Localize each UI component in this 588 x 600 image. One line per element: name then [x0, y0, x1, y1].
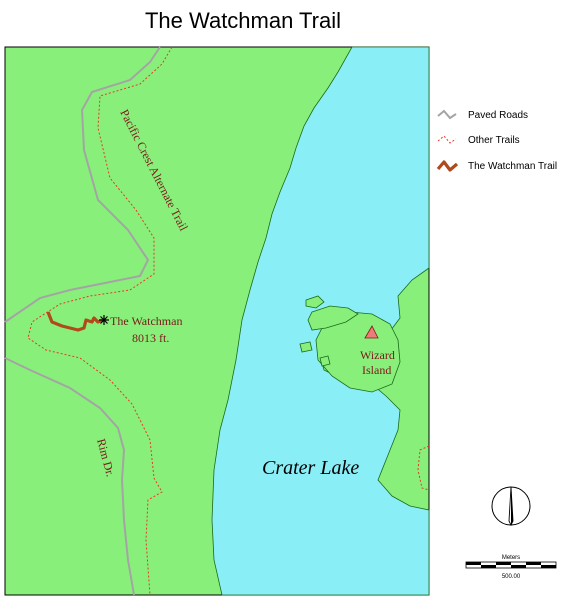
- legend-other-trails: Other Trails: [436, 131, 520, 149]
- legend-other-trails-label: Other Trails: [468, 134, 520, 146]
- other-trail-swatch-icon: [437, 135, 457, 144]
- watchman-trail: [46, 311, 103, 332]
- crater-lake-label: Crater Lake: [262, 457, 359, 479]
- legend-paved-roads: Paved Roads: [436, 106, 528, 124]
- paved-road-swatch-icon: [437, 109, 457, 120]
- legend-paved-roads-label: Paved Roads: [468, 109, 529, 121]
- legend-watchman-trail: The Watchman Trail: [436, 157, 557, 175]
- wizard-island-label-line1: Wizard: [360, 348, 395, 362]
- scale-bar: Meters 500.00: [465, 555, 557, 580]
- scale-unit-label: Meters: [502, 555, 520, 561]
- pacific-crest-trail: [27, 46, 173, 596]
- watchman-name-label: The Watchman: [110, 314, 182, 328]
- islet: [319, 355, 331, 367]
- rim-drive-road: [4, 357, 135, 596]
- wizard-peak-icon: [364, 325, 379, 339]
- compass-north-icon: [491, 486, 531, 527]
- summit-marker-icon: [99, 315, 109, 325]
- islet: [299, 341, 313, 353]
- wizard-island-label-line2: Island: [362, 363, 391, 377]
- rim-side-trail: [417, 445, 430, 491]
- scale-value-label: 500.00: [502, 574, 521, 580]
- watchman-trail-swatch-icon: [436, 160, 459, 172]
- islet: [307, 305, 359, 331]
- watchman-elevation-label: 8013 ft.: [132, 331, 169, 345]
- legend-watchman-trail-label: The Watchman Trail: [468, 160, 558, 172]
- paved-road-north: [4, 46, 161, 323]
- map-title: The Watchman Trail: [144, 8, 342, 33]
- wizard-island: [315, 311, 401, 393]
- islet: [305, 295, 325, 309]
